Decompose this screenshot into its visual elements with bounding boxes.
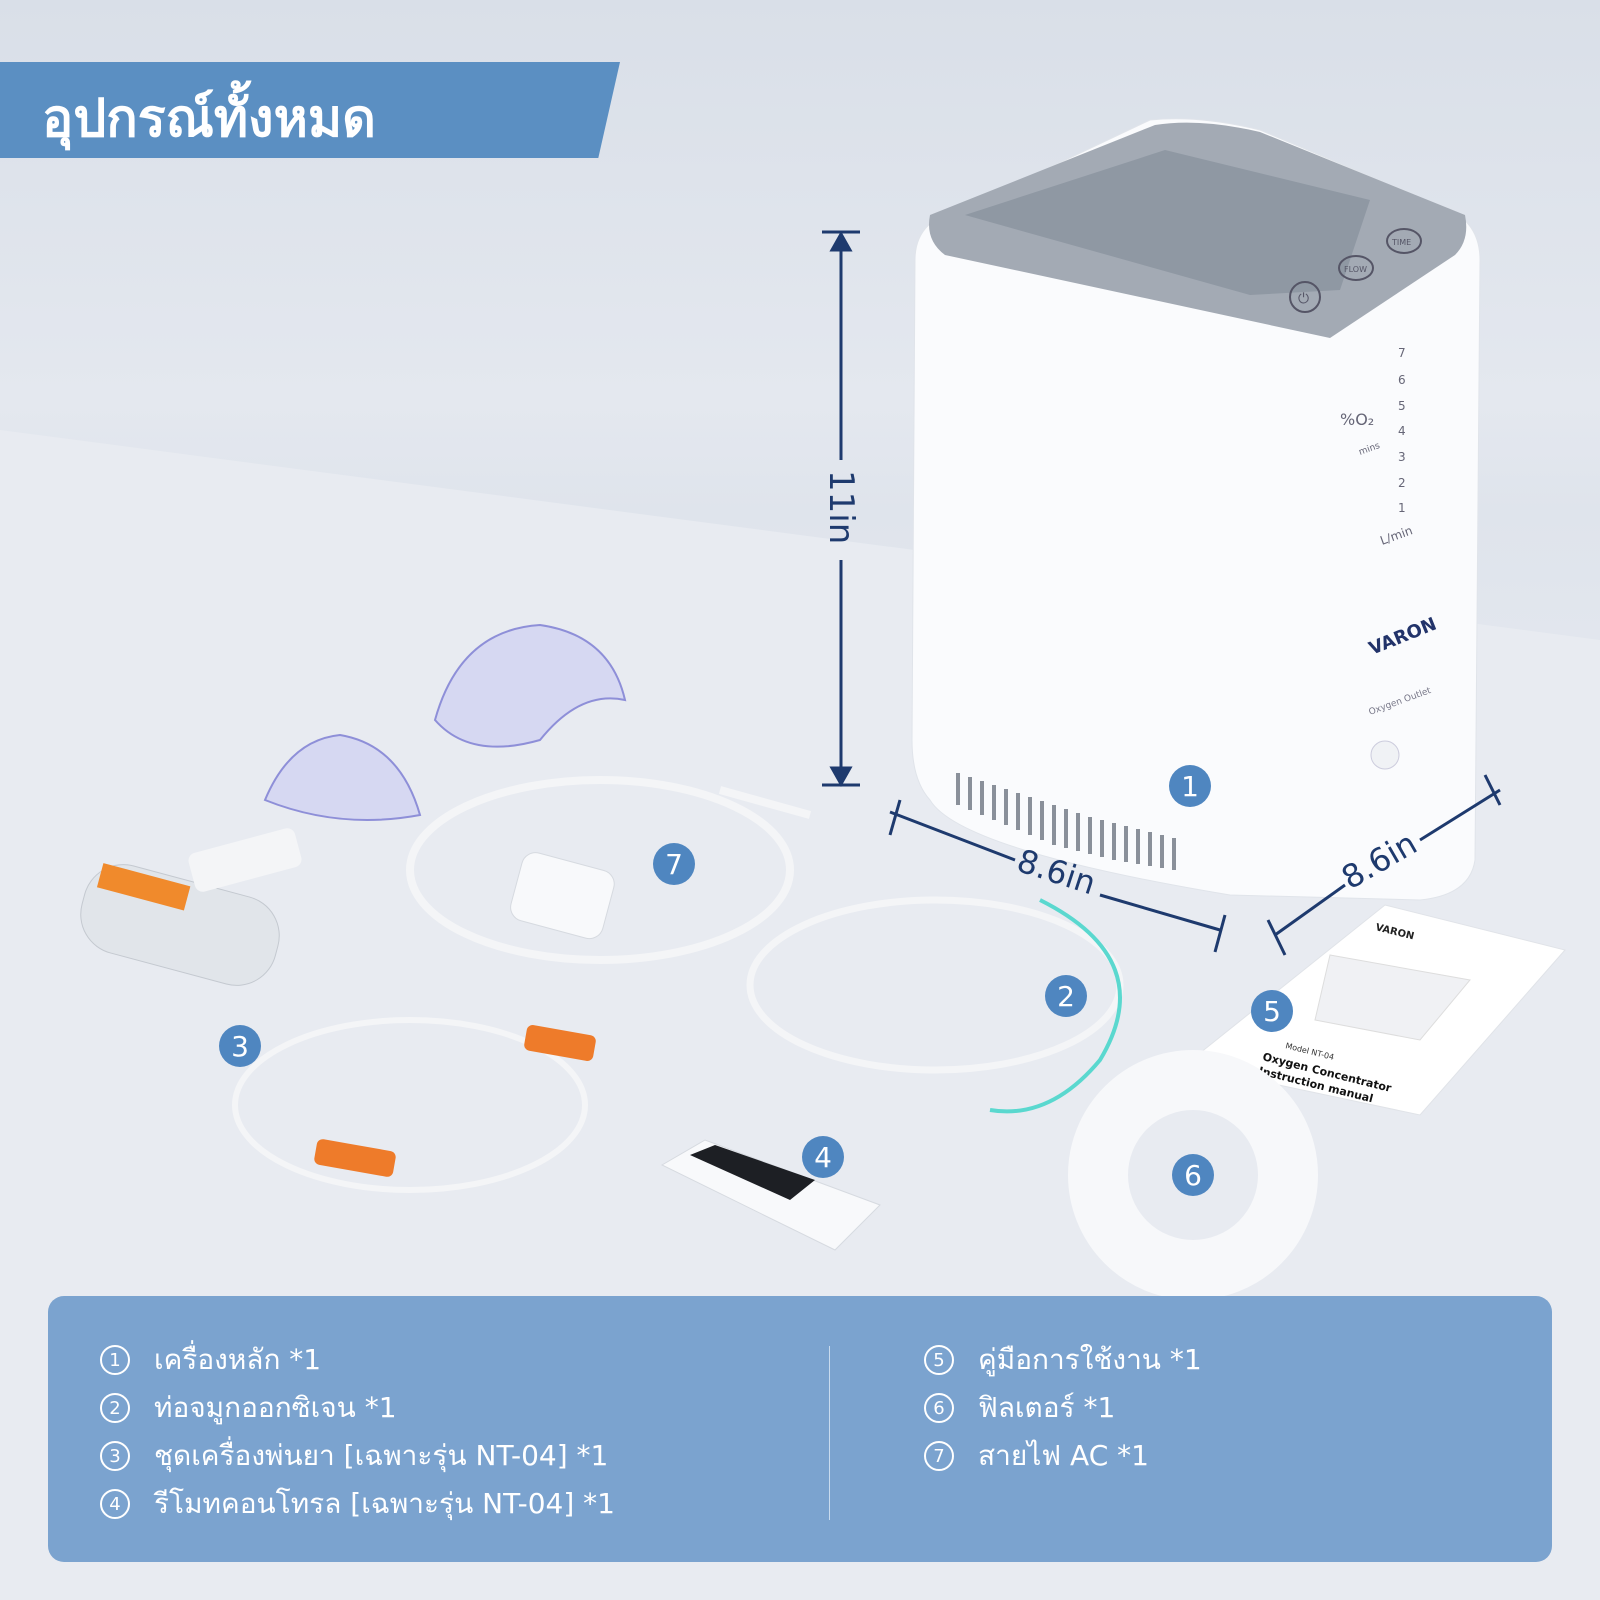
list-item: 2 ท่อจมูกออกซิเจน *1	[100, 1384, 615, 1432]
item-number: 7	[924, 1441, 954, 1471]
marker-6: 6	[1172, 1154, 1214, 1196]
svg-text:TIME: TIME	[1391, 238, 1411, 247]
marker-5: 5	[1251, 990, 1293, 1032]
ac-power-cord	[406, 776, 812, 964]
contents-list-right: 5 คู่มือการใช้งาน *1 6 ฟิลเตอร์ *1 7 สายไฟ …	[924, 1336, 1202, 1480]
flow-button	[1338, 255, 1374, 281]
nasal-cannula	[746, 896, 1124, 1114]
svg-text:2: 2	[1057, 980, 1075, 1013]
instruction-manual: VARON Model NT-04 Oxygen Concentrator In…	[1183, 904, 1566, 1116]
width-dimension	[888, 799, 1227, 953]
item-label: คู่มือการใช้งาน *1	[978, 1343, 1202, 1376]
list-item: 3 ชุดเครื่องพ่นยา [เฉพาะรุ่น NT-04] *1	[100, 1432, 615, 1480]
nebulizer-masks	[263, 623, 627, 821]
item-label: สายไฟ AC *1	[978, 1439, 1149, 1472]
list-item: 5 คู่มือการใช้งาน *1	[924, 1336, 1202, 1384]
svg-text:4: 4	[1398, 424, 1406, 438]
nebulizer-tubing	[232, 1017, 596, 1193]
list-item: 7 สายไฟ AC *1	[924, 1432, 1202, 1480]
item-number: 6	[924, 1393, 954, 1423]
list-item: 1 เครื่องหลัก *1	[100, 1336, 615, 1384]
list-item: 6 ฟิลเตอร์ *1	[924, 1384, 1202, 1432]
ac-plug	[510, 852, 615, 940]
time-button	[1386, 228, 1422, 254]
svg-text:1: 1	[1398, 501, 1406, 515]
marker-1: 1	[1169, 765, 1211, 807]
contents-panel: 1 เครื่องหลัก *1 2 ท่อจมูกออกซิเจน *1 3 ชุด…	[48, 1296, 1552, 1562]
svg-text:3: 3	[231, 1030, 249, 1063]
item-number: 3	[100, 1441, 130, 1471]
svg-text:5: 5	[1398, 399, 1406, 413]
vent-grille	[956, 773, 1176, 870]
list-item: 4 รีโมทคอนโทรล [เฉพาะรุ่น NT-04] *1	[100, 1480, 615, 1528]
item-label: รีโมทคอนโทรล [เฉพาะรุ่น NT-04] *1	[154, 1487, 615, 1520]
svg-text:3: 3	[1398, 450, 1406, 464]
svg-text:FLOW: FLOW	[1344, 265, 1367, 274]
depth-dimension	[1266, 774, 1502, 956]
svg-text:4: 4	[814, 1141, 832, 1174]
svg-text:6: 6	[1398, 373, 1406, 387]
item-number: 2	[100, 1393, 130, 1423]
item-label: เครื่องหลัก *1	[154, 1343, 322, 1376]
marker-7: 7	[653, 843, 695, 885]
svg-text:7: 7	[1398, 346, 1406, 360]
svg-text:%O₂: %O₂	[1340, 410, 1374, 429]
item-number: 4	[100, 1489, 130, 1519]
svg-text:2: 2	[1398, 476, 1406, 490]
power-button	[1289, 281, 1321, 313]
item-number: 1	[100, 1345, 130, 1375]
divider	[829, 1346, 830, 1520]
item-number: 5	[924, 1345, 954, 1375]
contents-list-left: 1 เครื่องหลัก *1 2 ท่อจมูกออกซิเจน *1 3 ชุด…	[100, 1336, 615, 1528]
remote-control	[660, 1139, 881, 1251]
svg-text:6: 6	[1184, 1159, 1202, 1192]
svg-text:7: 7	[665, 848, 683, 881]
item-label: ท่อจมูกออกซิเจน *1	[154, 1391, 397, 1424]
marker-4: 4	[802, 1136, 844, 1178]
svg-text:1: 1	[1181, 770, 1199, 803]
height-label: 11in	[821, 470, 861, 544]
marker-2: 2	[1045, 975, 1087, 1017]
oxygen-outlet	[1370, 740, 1400, 770]
svg-text:5: 5	[1263, 995, 1281, 1028]
item-label: ชุดเครื่องพ่นยา [เฉพาะรุ่น NT-04] *1	[154, 1439, 609, 1472]
nebulizer-kit	[80, 828, 302, 986]
filter	[1068, 1050, 1318, 1300]
height-dimension	[822, 230, 860, 788]
svg-text:⏻: ⏻	[1298, 291, 1309, 307]
page-title: อุปกรณ์ทั้งหมด	[42, 89, 376, 149]
item-label: ฟิลเตอร์ *1	[978, 1391, 1116, 1424]
oxygen-concentrator: ⏻ FLOW TIME 7 6 5 4 3 2 1 L/min %O₂ mins…	[911, 118, 1481, 901]
title-banner: อุปกรณ์ทั้งหมด	[0, 62, 620, 158]
marker-3: 3	[219, 1025, 261, 1067]
